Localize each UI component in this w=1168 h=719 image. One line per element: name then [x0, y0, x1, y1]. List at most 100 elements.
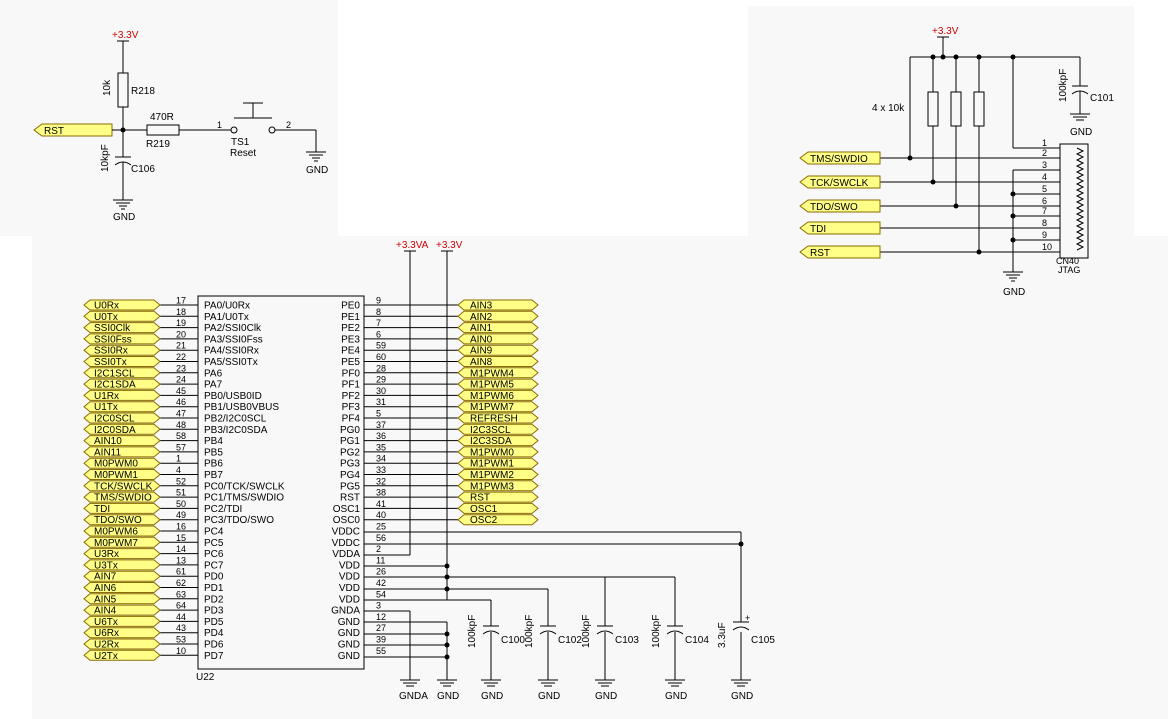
- c101-name: C101: [1090, 93, 1114, 104]
- mcu-left-net-label: AIN11: [94, 447, 121, 458]
- mcu-right-net-port: [457, 378, 539, 390]
- mcu-left-pin-number: 48: [176, 420, 186, 430]
- decoupling-name: C100: [501, 635, 525, 646]
- mcu-left-net-label: U2Rx: [94, 640, 119, 651]
- mcu-right-pin-name: PF1: [342, 380, 361, 391]
- jtag-connector-body: [1059, 143, 1089, 259]
- mcu-right-net-label: OSC2: [470, 515, 498, 526]
- mcu-right-pin-number: 2: [376, 544, 381, 554]
- mcu-left-net-label: AIN7: [94, 572, 117, 583]
- mcu-right-pin-number: 60: [376, 352, 386, 362]
- mcu-right-net-port: [457, 502, 539, 514]
- jtag-port-rst-label: RST: [810, 248, 830, 259]
- jtag-port-tdi-label: TDI: [810, 224, 826, 235]
- mcu-left-net-label: U6Tx: [94, 617, 118, 628]
- r219-name: R219: [146, 139, 170, 150]
- decoupling-name: C102: [558, 635, 582, 646]
- mcu-right-pin-name: VDDC: [332, 538, 360, 549]
- jtag-connector-name: CN40: [1056, 256, 1079, 266]
- mcu-right-pin-number: 54: [376, 589, 386, 599]
- mcu-body: [197, 295, 365, 670]
- mcu-right-net-label: M1PWM3: [470, 481, 514, 492]
- mcu-right-net-label: REFRESH: [470, 414, 518, 425]
- mcu-left-pin-name: PB6: [204, 459, 223, 470]
- jtag-pullups-label: 4 x 10k: [872, 103, 905, 114]
- mcu-right-pin-name: VDD: [339, 560, 360, 571]
- mcu-left-pin-number: 43: [176, 623, 186, 633]
- jtag-pin-number: 3: [1042, 160, 1047, 170]
- rail-33v-label: +3.3V: [112, 30, 139, 41]
- mcu-right-net-port: [457, 367, 539, 379]
- mcu-right-pin-name: OSC0: [333, 515, 361, 526]
- mcu-left-net-label: U3Tx: [94, 560, 118, 571]
- mcu-left-pin-number: 16: [176, 522, 186, 532]
- reset-circuit: +3.3V 10k R218 RST 470R R219 1 TS1 Reset…: [33, 30, 328, 223]
- jtag-port-tms: [799, 151, 881, 165]
- mcu-left-pin-name: PB2/I2C0SCL: [204, 414, 267, 425]
- mcu-left-pin-name: PC7: [204, 560, 224, 571]
- mcu-left-pin-name: PD0: [204, 572, 224, 583]
- mcu-right-net-port: [457, 401, 539, 413]
- mcu-right-net-label: AIN2: [470, 312, 493, 323]
- switch-contact-1: [230, 126, 238, 134]
- mcu-left-net-port: [83, 412, 161, 424]
- mcu-left-pin-name: PC6: [204, 549, 224, 560]
- mcu-left-pin-number: 63: [176, 589, 186, 599]
- decoupling-value: 100kpF: [651, 615, 662, 648]
- mcu-left-net-label: M0PWM1: [94, 470, 138, 481]
- mcu-right-pin-number: 34: [376, 454, 386, 464]
- mcu-right-net-port: [457, 491, 539, 503]
- mcu-right-pin-number: 5: [376, 409, 381, 419]
- mcu-left-net-port: [83, 401, 161, 413]
- mcu-right-net-port: [457, 514, 539, 526]
- r219-value: 470R: [150, 112, 174, 123]
- mcu-right-net-label: RST: [470, 493, 490, 504]
- mcu-left-pin-number: 50: [176, 499, 186, 509]
- mcu-right-net-port: [457, 446, 539, 458]
- decoupling-value: 100kpF: [524, 615, 535, 648]
- mcu-left-net-label: U3Rx: [94, 549, 119, 560]
- mcu-left-pin-name: PA4/SSI0Rx: [204, 346, 259, 357]
- mcu-left-net-label: TMS/SWDIO: [94, 493, 152, 504]
- mcu-left-pin-name: PC3/TDO/SWO: [204, 515, 274, 526]
- mcu-left-net-label: M0PWM0: [94, 459, 138, 470]
- mcu-left-pin-name: PC2/TDI: [204, 504, 242, 515]
- mcu-left-pin-number: 10: [176, 646, 186, 656]
- mcu-left-net-label: M0PWM7: [94, 538, 138, 549]
- mcu-right-pin-name: PF4: [342, 414, 361, 425]
- jtag-port-tdo-label: TDO/SWO: [810, 202, 858, 213]
- decoupling-name: C104: [685, 635, 709, 646]
- mcu-right-net-port: [457, 480, 539, 492]
- mcu-left-pin-name: PD2: [204, 594, 224, 605]
- mcu-left-net-port: [83, 356, 161, 367]
- r218-value: 10k: [102, 79, 113, 96]
- mcu-left-net-label: SSI0Tx: [94, 357, 127, 368]
- mcu-right-pin-name: PE2: [341, 323, 360, 334]
- switch-label: Reset: [230, 148, 256, 159]
- mcu-left-pin-name: PB0/USB0ID: [204, 391, 262, 402]
- mcu-right-pin-number: 8: [376, 307, 381, 317]
- mcu-left-net-port: [83, 333, 161, 345]
- mcu-left-net-port: [83, 322, 161, 334]
- mcu-left-net-label: SSI0Fss: [94, 334, 132, 345]
- mcu-left-net-label: U1Tx: [94, 402, 118, 413]
- mcu-left-net-port: [83, 435, 161, 447]
- switch-gnd-label: GND: [306, 165, 328, 176]
- mcu-left-net-label: SSI0Clk: [94, 323, 131, 334]
- decoupling-gnd-label: GND: [595, 691, 617, 702]
- mcu-right-pin-number: 55: [376, 646, 386, 656]
- mcu-left-pin-number: 21: [176, 341, 186, 351]
- mcu-left-net-port: [83, 502, 161, 514]
- mcu-left-pin-number: 51: [176, 488, 186, 498]
- mcu-right-pin-number: 30: [376, 386, 386, 396]
- mcu-right-pin-number: 37: [376, 420, 386, 430]
- mcu-right-net-label: M1PWM5: [470, 380, 514, 391]
- mcu-left-pin-number: 64: [176, 601, 186, 611]
- decoupling-gnd-label: GND: [481, 691, 503, 702]
- mcu-ref: U22: [196, 672, 215, 683]
- mcu-right-net-label: M1PWM1: [470, 459, 514, 470]
- mcu-left-pin-name: PC1/TMS/SWDIO: [204, 493, 284, 504]
